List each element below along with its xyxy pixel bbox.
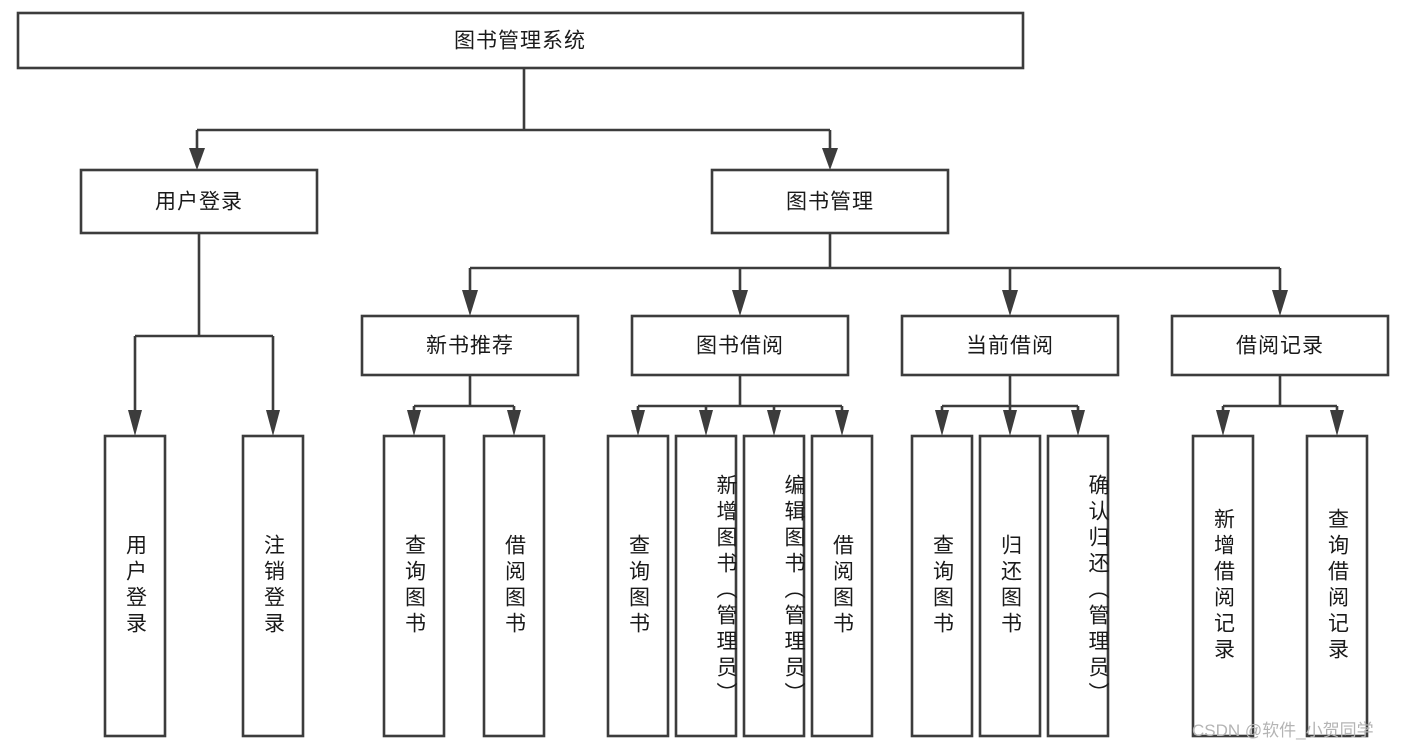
arrow-leaf-borrow-book-2-icon [835, 410, 849, 436]
node-root-label: 图书管理系统 [454, 30, 586, 53]
leaf-query-record-box[interactable] [1305, 434, 1369, 738]
node-records-label: 借阅记录 [1236, 335, 1324, 358]
arrow-leaf-confirm-return-icon [1071, 410, 1085, 436]
node-current-box[interactable] [900, 314, 1120, 377]
arrow-leaf-user-login-icon [128, 410, 142, 436]
arrow-leaf-add-record-icon [1216, 410, 1230, 436]
leaf-user-login-box[interactable] [103, 434, 167, 738]
leaf-user-logout-box[interactable] [241, 434, 305, 738]
leaf-borrow-book-2-box[interactable] [810, 434, 874, 738]
leaf-add-book-box[interactable] [674, 434, 738, 738]
arrow-leaf-query-record-icon [1330, 410, 1344, 436]
arrow-leaf-query-book-2-icon [631, 410, 645, 436]
arrow-to-records-icon [1272, 290, 1288, 316]
arrow-to-borrow-icon [732, 290, 748, 316]
leaf-borrow-book-1-box[interactable] [482, 434, 546, 738]
node-newbook-label: 新书推荐 [426, 335, 514, 358]
node-borrow-box[interactable] [630, 314, 850, 377]
leaf-confirm-return-box[interactable] [1046, 434, 1110, 738]
node-bookmgmt-box[interactable] [710, 168, 950, 235]
csdn-watermark: CSDN @软件_小贺同学 [1192, 721, 1374, 740]
node-bookmgmt-label: 图书管理 [786, 191, 874, 214]
leaf-query-book-3-box[interactable] [910, 434, 974, 738]
node-borrow-label: 图书借阅 [696, 335, 784, 358]
leaf-query-book-2-box[interactable] [606, 434, 670, 738]
leaf-query-book-1-box[interactable] [382, 434, 446, 738]
arrow-to-current-icon [1002, 290, 1018, 316]
node-root-box[interactable] [16, 11, 1025, 70]
arrow-leaf-query-book-1-icon [407, 410, 421, 436]
arrow-leaf-add-book-icon [699, 410, 713, 436]
arrow-leaf-query-book-3-icon [935, 410, 949, 436]
leaf-edit-book-box[interactable] [742, 434, 806, 738]
node-records-box[interactable] [1170, 314, 1390, 377]
arrow-to-newbook-icon [462, 290, 478, 316]
leaf-return-book-box[interactable] [978, 434, 1042, 738]
node-current-label: 当前借阅 [966, 335, 1054, 358]
arrow-to-login-icon [189, 148, 205, 170]
leaf-add-record-box[interactable] [1191, 434, 1255, 738]
arrow-to-bookmgmt-icon [822, 148, 838, 170]
arrow-leaf-edit-book-icon [767, 410, 781, 436]
arrow-leaf-return-book-icon [1003, 410, 1017, 436]
node-login-label: 用户登录 [155, 191, 243, 214]
arrow-leaf-borrow-book-1-icon [507, 410, 521, 436]
arrow-leaf-user-logout-icon [266, 410, 280, 436]
node-newbook-box[interactable] [360, 314, 580, 377]
